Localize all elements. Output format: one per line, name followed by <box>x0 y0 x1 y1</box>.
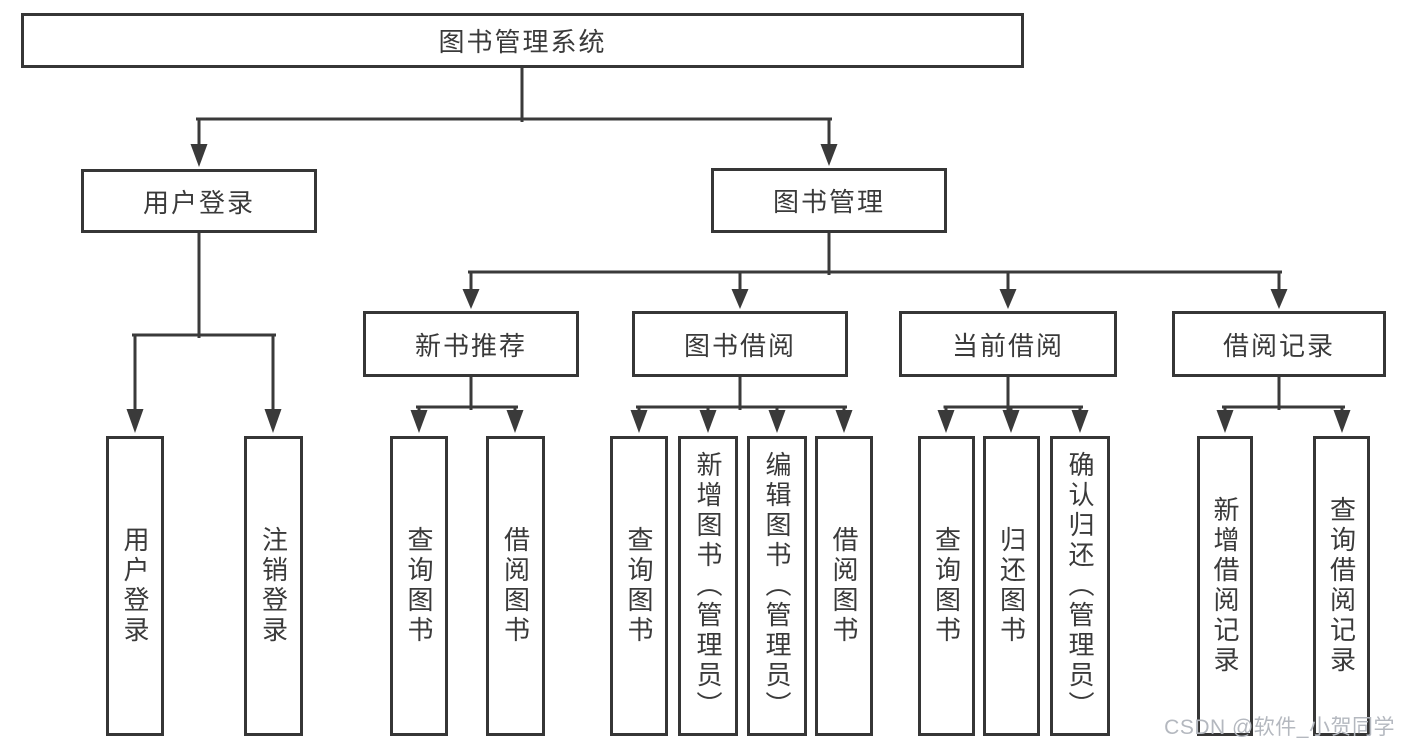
leaf-add-borrow-record: 新增借阅记录 <box>1197 436 1253 736</box>
edges-new-book-recommend-to-children <box>410 375 524 433</box>
node-label: 归还图书 <box>996 526 1027 646</box>
arrowhead-icon <box>768 410 786 433</box>
csdn-watermark: CSDN @软件_小贺同学 <box>1164 716 1395 739</box>
node-book-borrow: 图书借阅 <box>632 311 848 377</box>
edges-current-borrow-to-children <box>937 375 1089 433</box>
leaf-borrow-books: 借阅图书 <box>815 436 873 736</box>
node-label: 新增借阅记录 <box>1210 496 1240 676</box>
arrowhead-icon <box>1216 410 1234 433</box>
node-label: 图书管理 <box>772 187 885 217</box>
arrowhead-icon <box>820 144 838 166</box>
arrowhead-icon <box>264 409 282 433</box>
node-label: 用户登录 <box>120 526 150 646</box>
node-label: 编辑图书（管理员） <box>762 451 792 721</box>
node-new-book-recommend: 新书推荐 <box>363 311 579 377</box>
arrowhead-icon <box>835 410 853 433</box>
arrowhead-icon <box>1002 410 1020 433</box>
node-label: 当前借阅 <box>951 330 1064 361</box>
arrowhead-icon <box>699 410 717 433</box>
leaf-query-books-recommend: 查询图书 <box>390 436 448 736</box>
node-label: 查询图书 <box>931 526 962 646</box>
arrowhead-icon <box>410 410 428 433</box>
arrowhead-icon <box>462 289 480 309</box>
arrowhead-icon <box>506 410 524 433</box>
node-book-management: 图书管理 <box>711 168 947 233</box>
leaf-confirm-return-admin: 确认归还（管理员） <box>1050 436 1110 736</box>
node-user-login: 用户登录 <box>81 169 317 233</box>
node-root-system: 图书管理系统 <box>21 13 1024 68</box>
leaf-logout: 注销登录 <box>244 436 303 736</box>
node-label: 查询图书 <box>624 526 654 646</box>
node-label: 借阅图书 <box>500 526 531 646</box>
leaf-return-book: 归还图书 <box>983 436 1040 736</box>
arrowhead-icon <box>630 410 648 433</box>
node-label: 借阅图书 <box>829 526 859 646</box>
arrowhead-icon <box>731 289 749 309</box>
node-current-borrow: 当前借阅 <box>899 311 1117 377</box>
node-label: 查询借阅记录 <box>1326 496 1357 676</box>
node-label: 用户登录 <box>142 187 255 218</box>
node-label: 确认归还（管理员） <box>1065 451 1095 721</box>
edges-root-to-level2 <box>190 66 838 167</box>
node-borrow-records: 借阅记录 <box>1172 311 1386 377</box>
leaf-query-books-current: 查询图书 <box>918 436 975 736</box>
edges-book-management-to-level3 <box>462 231 1288 309</box>
node-label: 借阅记录 <box>1222 330 1335 361</box>
arrowhead-icon <box>1333 410 1351 433</box>
edges-user-login-to-children <box>126 231 282 433</box>
leaf-borrow-books-recommend: 借阅图书 <box>486 436 545 736</box>
leaf-query-borrow-record: 查询借阅记录 <box>1313 436 1370 736</box>
arrowhead-icon <box>999 289 1017 309</box>
arrowhead-icon <box>937 410 955 433</box>
edges-borrow-records-to-children <box>1216 375 1351 433</box>
node-label: 新书推荐 <box>414 330 527 361</box>
leaf-edit-book-admin: 编辑图书（管理员） <box>747 436 807 736</box>
node-label: 图书管理系统 <box>438 27 607 57</box>
leaf-add-book-admin: 新增图书（管理员） <box>678 436 738 736</box>
leaf-user-login: 用户登录 <box>106 436 164 736</box>
node-label: 新增图书（管理员） <box>693 451 723 721</box>
arrowhead-icon <box>1071 410 1089 433</box>
leaf-query-books-borrow: 查询图书 <box>610 436 668 736</box>
arrowhead-icon <box>126 409 144 433</box>
node-label: 注销登录 <box>258 526 289 646</box>
edges-book-borrow-to-children <box>630 375 853 433</box>
arrowhead-icon <box>1270 289 1288 309</box>
node-label: 图书借阅 <box>683 330 796 361</box>
arrowhead-icon <box>190 144 208 167</box>
node-label: 查询图书 <box>404 526 434 646</box>
